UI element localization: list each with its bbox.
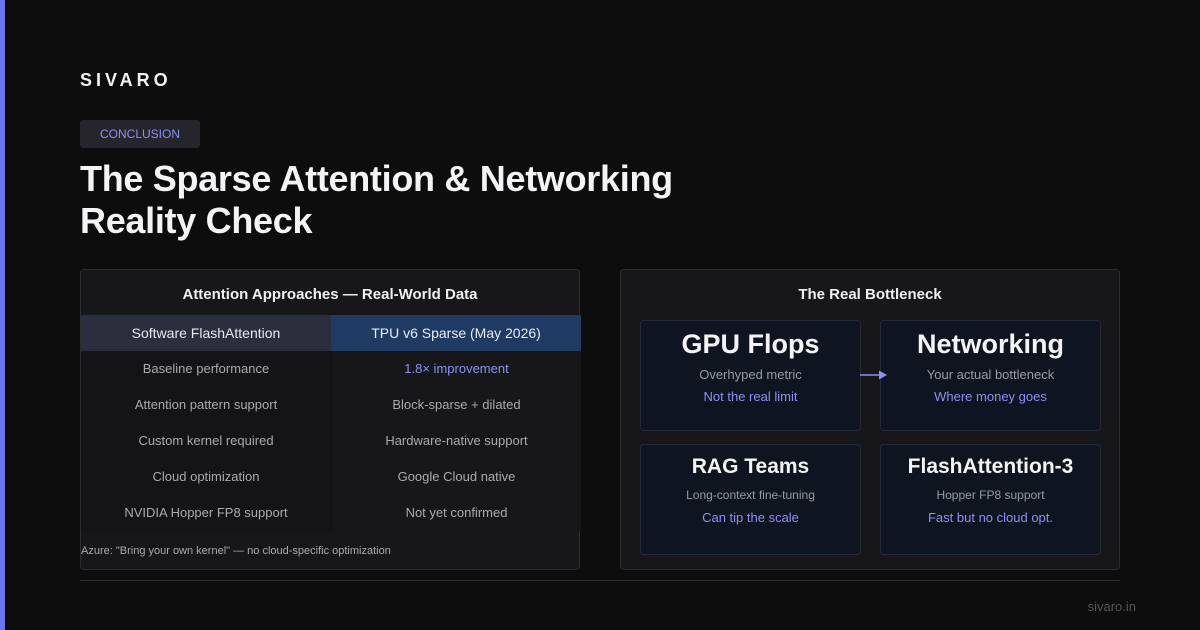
section-tag: CONCLUSION	[80, 120, 200, 148]
table-cell: Attention pattern support	[81, 387, 331, 423]
card-title: GPU Flops	[681, 329, 820, 359]
card-note: Where money goes	[934, 389, 1047, 404]
card-subtitle: Long-context fine-tuning	[686, 488, 815, 502]
table-cell: Not yet confirmed	[331, 495, 581, 531]
table-cell: Google Cloud native	[331, 459, 581, 495]
site-url[interactable]: sivaro.in	[1087, 599, 1136, 614]
card-networking: Networking Your actual bottleneck Where …	[880, 320, 1101, 431]
card-title: RAG Teams	[691, 455, 810, 478]
card-note: Not the real limit	[703, 389, 798, 404]
bottleneck-panel: The Real Bottleneck GPU Flops Overhyped …	[620, 269, 1120, 570]
page-title: The Sparse Attention & Networking Realit…	[80, 158, 673, 241]
table-footnote: Azure: "Bring your own kernel" — no clou…	[81, 545, 391, 557]
table-row: Custom kernel required Hardware-native s…	[81, 423, 581, 459]
accent-bar	[0, 0, 5, 630]
table-cell: Block-sparse + dilated	[331, 387, 581, 423]
brand-logo: SIVARO	[80, 70, 172, 90]
card-gpu-flops: GPU Flops Overhyped metric Not the real …	[640, 320, 861, 431]
card-subtitle: Overhyped metric	[699, 367, 802, 382]
comparison-table: Software FlashAttention TPU v6 Sparse (M…	[81, 315, 581, 531]
card-rag-teams: RAG Teams Long-context fine-tuning Can t…	[640, 444, 861, 555]
table-row: Baseline performance 1.8× improvement	[81, 351, 581, 387]
table-row: Attention pattern support Block-sparse +…	[81, 387, 581, 423]
column-header-tpu: TPU v6 Sparse (May 2026)	[331, 315, 581, 351]
card-note: Can tip the scale	[702, 510, 799, 525]
column-header-software: Software FlashAttention	[81, 315, 331, 351]
card-subtitle: Your actual bottleneck	[926, 367, 1055, 382]
table-cell: 1.8× improvement	[331, 351, 581, 387]
footer-divider	[80, 580, 1120, 581]
card-subtitle: Hopper FP8 support	[936, 488, 1045, 502]
card-flashattention-3: FlashAttention-3 Hopper FP8 support Fast…	[880, 444, 1101, 555]
card-title: FlashAttention-3	[907, 455, 1074, 478]
table-cell: Baseline performance	[81, 351, 331, 387]
comparison-panel-title: Attention Approaches — Real-World Data	[182, 286, 478, 303]
card-title: Networking	[916, 329, 1064, 359]
table-cell: Custom kernel required	[81, 423, 331, 459]
arrow-right-icon	[860, 370, 887, 380]
table-header-row: Software FlashAttention TPU v6 Sparse (M…	[81, 315, 581, 351]
bottleneck-panel-title: The Real Bottleneck	[798, 286, 942, 303]
table-cell: NVIDIA Hopper FP8 support	[81, 495, 331, 531]
card-note: Fast but no cloud opt.	[927, 510, 1054, 525]
comparison-panel: Attention Approaches — Real-World Data S…	[80, 269, 581, 570]
table-row: NVIDIA Hopper FP8 support Not yet confir…	[81, 495, 581, 531]
table-cell: Cloud optimization	[81, 459, 331, 495]
table-cell: Hardware-native support	[331, 423, 581, 459]
table-row: Cloud optimization Google Cloud native	[81, 459, 581, 495]
